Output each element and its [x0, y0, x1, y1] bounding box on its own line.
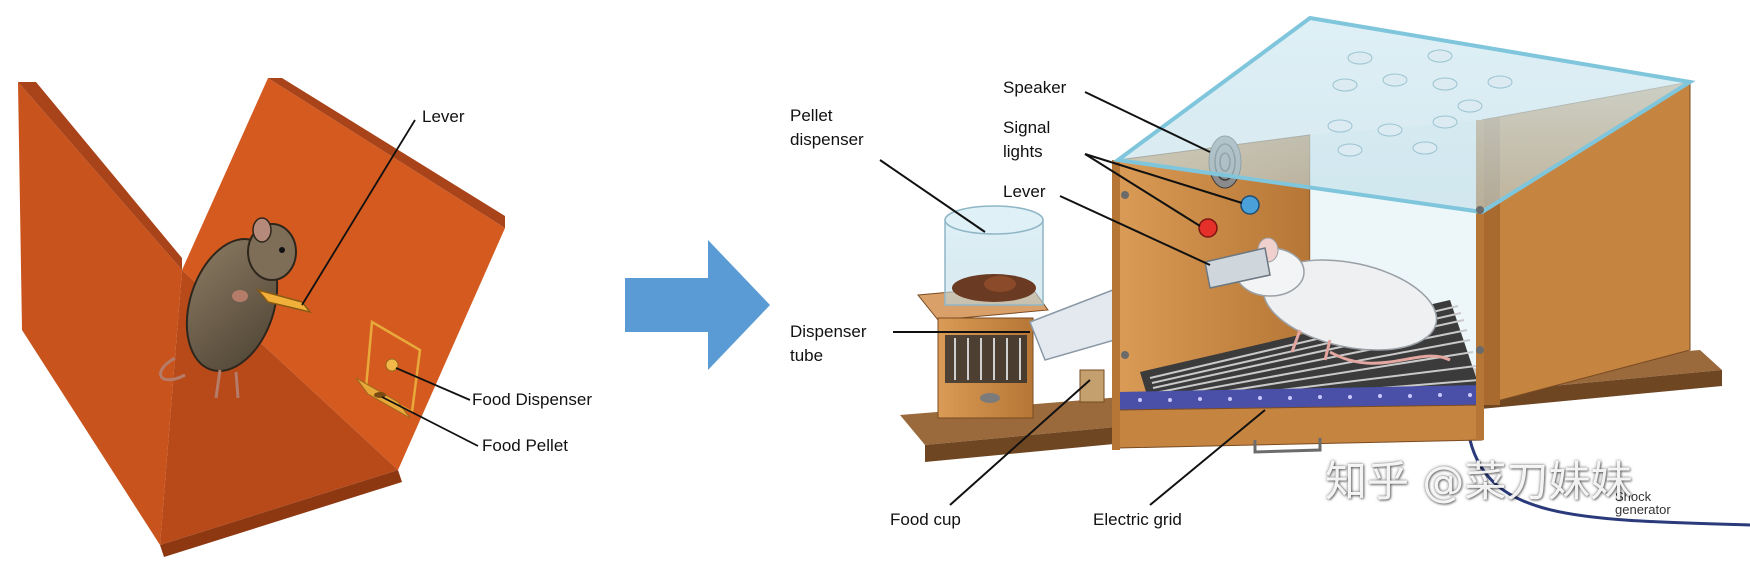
signal-light-red — [1198, 218, 1218, 238]
lever-bar — [255, 288, 312, 314]
signal-light-blue — [1240, 195, 1260, 215]
dispenser-tube-device — [1029, 287, 1133, 403]
experimental-chamber — [1112, 15, 1696, 454]
power-cable — [1468, 439, 1750, 527]
label-food-cup: Food cup — [890, 510, 961, 529]
label-electric-grid: Electric grid — [1093, 510, 1182, 529]
lever-device — [1204, 247, 1271, 289]
mouse-illustration — [159, 217, 297, 399]
left-leader-lines — [301, 119, 479, 447]
pellet-dispenser-device — [917, 205, 1049, 419]
label-food-dispenser: Food Dispenser — [472, 390, 593, 409]
label-lever-left: Lever — [422, 107, 465, 126]
label-lever-right: Lever — [1003, 182, 1046, 201]
label-shock-generator: Shock generator — [1615, 489, 1671, 517]
label-speaker: Speaker — [1003, 78, 1067, 97]
right-leader-lines — [879, 91, 1266, 506]
label-dispenser-tube: Dispenser tube — [790, 322, 867, 365]
label-food-pellet: Food Pellet — [482, 436, 568, 455]
watermark-text: 知乎 @菜刀妹妹 — [1325, 457, 1633, 506]
transition-arrow — [625, 240, 770, 370]
label-signal-lights: Signal lights — [1003, 118, 1051, 161]
label-pellet-dispenser: Pellet dispenser — [790, 106, 864, 149]
